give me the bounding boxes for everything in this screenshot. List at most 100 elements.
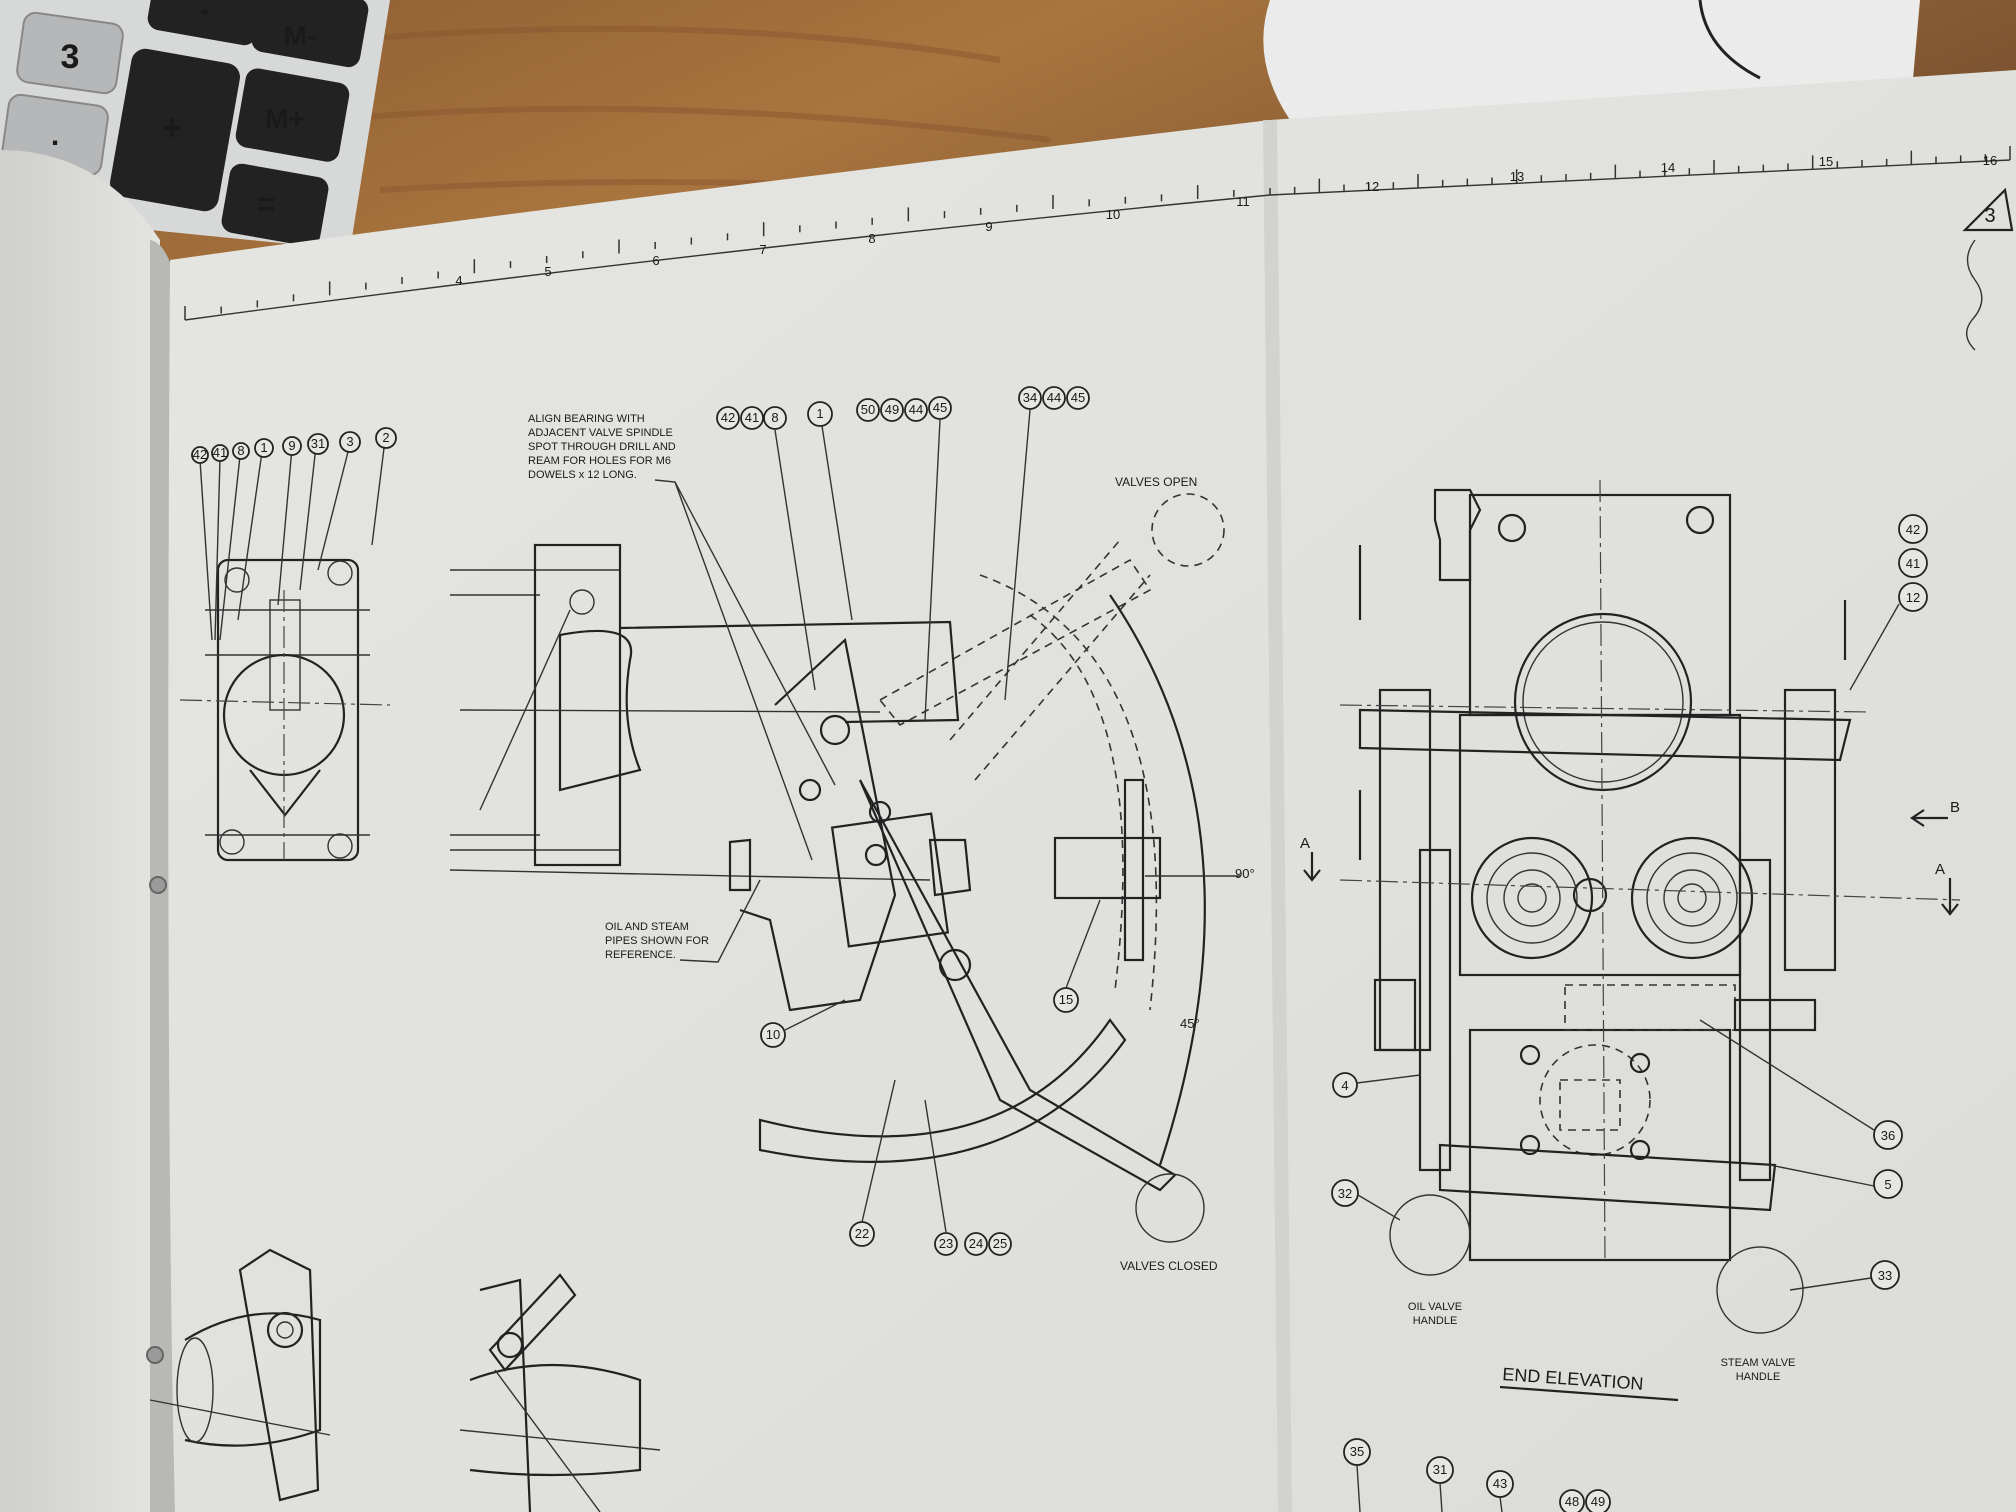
note-align-line4: REAM FOR HOLES FOR M6	[528, 455, 671, 467]
binder-ring-bottom	[146, 1346, 164, 1364]
balloon-44-b: 44	[1042, 386, 1066, 410]
ruler-number-14: 14	[1661, 160, 1675, 175]
balloon-31: 31	[307, 433, 329, 455]
ruler-number-4: 4	[455, 273, 462, 288]
balloon-1: 1	[254, 438, 274, 458]
revision-marker-label: 3	[1984, 205, 1995, 227]
oil-valve-handle-label: OIL VALVE HANDLE	[1408, 1301, 1462, 1327]
balloon-50: 50	[856, 398, 880, 422]
balloon-44-b-text: 44	[1047, 390, 1061, 405]
scale-ruler: 4 5 6 7 8 9 10 11 12 13 14 15 16	[184, 146, 2011, 321]
balloon-12-text: 12	[1906, 590, 1920, 605]
calc-key-3-label: 3	[61, 38, 80, 76]
balloon-8-top: 8	[763, 406, 787, 430]
ruler-number-10: 10	[1106, 207, 1120, 222]
calc-key-plus-label: +	[161, 107, 182, 148]
balloon-50-text: 50	[861, 402, 875, 417]
top-group-balloons: 42 41 8 1 50 49 44 45 34 44 45	[716, 386, 1090, 721]
balloon-22: 22	[849, 1221, 875, 1247]
calc-key-equals: =	[221, 163, 329, 247]
balloon-5: 5	[1873, 1169, 1903, 1199]
balloon-15-text: 15	[1059, 992, 1073, 1007]
calc-key-plus: +	[110, 48, 240, 212]
angle-90-label: 90°	[1235, 866, 1255, 881]
balloon-22-text: 22	[855, 1226, 869, 1241]
balloon-49-bottom: 49	[1585, 1489, 1611, 1512]
balloon-41-top-text: 41	[745, 410, 759, 425]
balloon-41-top: 41	[740, 406, 764, 430]
balloon-34: 34	[1018, 386, 1042, 410]
balloon-43-text: 43	[1493, 1476, 1507, 1491]
balloon-8-text: 8	[237, 443, 244, 458]
balloon-41-end-text: 41	[1906, 556, 1920, 571]
note-pipes-line3: REFERENCE.	[605, 949, 676, 961]
balloon-24-text: 24	[969, 1236, 983, 1251]
balloon-42-end-text: 42	[1906, 522, 1920, 537]
balloon-23: 23	[934, 1232, 958, 1256]
ruler-number-8: 8	[868, 231, 875, 246]
end-view-balloons: 42 41 12 4 32 36 5 33	[1331, 514, 1928, 1291]
calc-key-dot-label: .	[51, 119, 59, 152]
balloon-45-b: 45	[1066, 386, 1090, 410]
balloon-1-text: 1	[260, 440, 267, 455]
balloon-4-text: 4	[1341, 1078, 1348, 1093]
steam-valve-line1: STEAM VALVE	[1721, 1357, 1796, 1369]
oil-valve-line1: OIL VALVE	[1408, 1301, 1462, 1313]
balloon-2: 2	[375, 427, 397, 449]
label-valves-open: VALVES OPEN	[1115, 475, 1197, 489]
ruler-number-15: 15	[1819, 154, 1833, 169]
balloon-36-text: 36	[1881, 1128, 1895, 1143]
balloon-23-text: 23	[939, 1236, 953, 1251]
calc-key-minus-label: -	[200, 0, 210, 27]
balloon-48: 48	[1559, 1489, 1585, 1512]
balloon-34-text: 34	[1023, 390, 1037, 405]
note-align-bearing: ALIGN BEARING WITH ADJACENT VALVE SPINDL…	[528, 413, 836, 861]
view-marker-b: B	[1910, 799, 1960, 827]
steam-valve-line2: HANDLE	[1736, 1371, 1781, 1383]
balloon-41: 41	[211, 444, 229, 462]
balloon-45: 45	[928, 396, 952, 420]
note-pipes-line1: OIL AND STEAM	[605, 921, 689, 933]
balloon-41-end: 41	[1898, 548, 1928, 578]
balloon-8-top-text: 8	[771, 410, 778, 425]
calc-key-3: 3	[16, 11, 124, 95]
left-view-balloons: 42 41 8 1 9 31 3 2	[191, 427, 397, 464]
balloon-43: 43	[1486, 1470, 1514, 1498]
balloon-35-text: 35	[1350, 1444, 1364, 1459]
balloon-15: 15	[1053, 987, 1079, 1013]
revision-marker: 3	[1962, 187, 2014, 351]
balloon-10: 10	[760, 1022, 786, 1048]
ruler-number-5: 5	[544, 264, 551, 279]
balloon-44-text: 44	[909, 402, 923, 417]
note-align-line5: DOWELS x 12 LONG.	[528, 469, 637, 481]
balloon-45-text: 45	[933, 400, 947, 415]
balloon-9: 9	[282, 436, 302, 456]
balloon-5-text: 5	[1884, 1177, 1891, 1192]
oil-valve-line2: HANDLE	[1413, 1315, 1458, 1327]
section-a-right-label: A	[1935, 861, 1945, 878]
note-align-line1: ALIGN BEARING WITH	[528, 413, 645, 425]
left-book-page	[0, 150, 160, 1512]
ruler-number-9: 9	[985, 219, 992, 234]
balloon-31-bottom: 31	[1426, 1456, 1454, 1484]
valves-open-text: VALVES OPEN	[1115, 475, 1197, 489]
balloon-44: 44	[904, 398, 928, 422]
section-a-left-label: A	[1300, 835, 1310, 852]
calc-key-mminus: M-	[251, 0, 369, 68]
balloon-42-end: 42	[1898, 514, 1928, 544]
balloon-2-text: 2	[382, 430, 389, 445]
balloon-12: 12	[1898, 582, 1928, 612]
section-marker-a-left: A	[1300, 835, 1321, 882]
balloon-36: 36	[1873, 1120, 1903, 1150]
balloon-35: 35	[1343, 1438, 1371, 1466]
steam-valve-handle-label: STEAM VALVE HANDLE	[1721, 1357, 1796, 1383]
calc-key-mplus: M+	[235, 68, 350, 162]
calc-key-equals-label: =	[257, 186, 276, 222]
label-valves-closed: VALVES CLOSED	[1120, 1259, 1218, 1273]
ruler-number-11: 11	[1236, 194, 1250, 209]
paper-cable	[1698, 0, 1761, 80]
side-view-balloons: 10 15 22 23 24 25	[760, 899, 1101, 1256]
lower-left-partial-views	[149, 1248, 661, 1512]
ruler-number-12: 12	[1365, 179, 1379, 194]
balloon-41-text: 41	[213, 445, 227, 460]
